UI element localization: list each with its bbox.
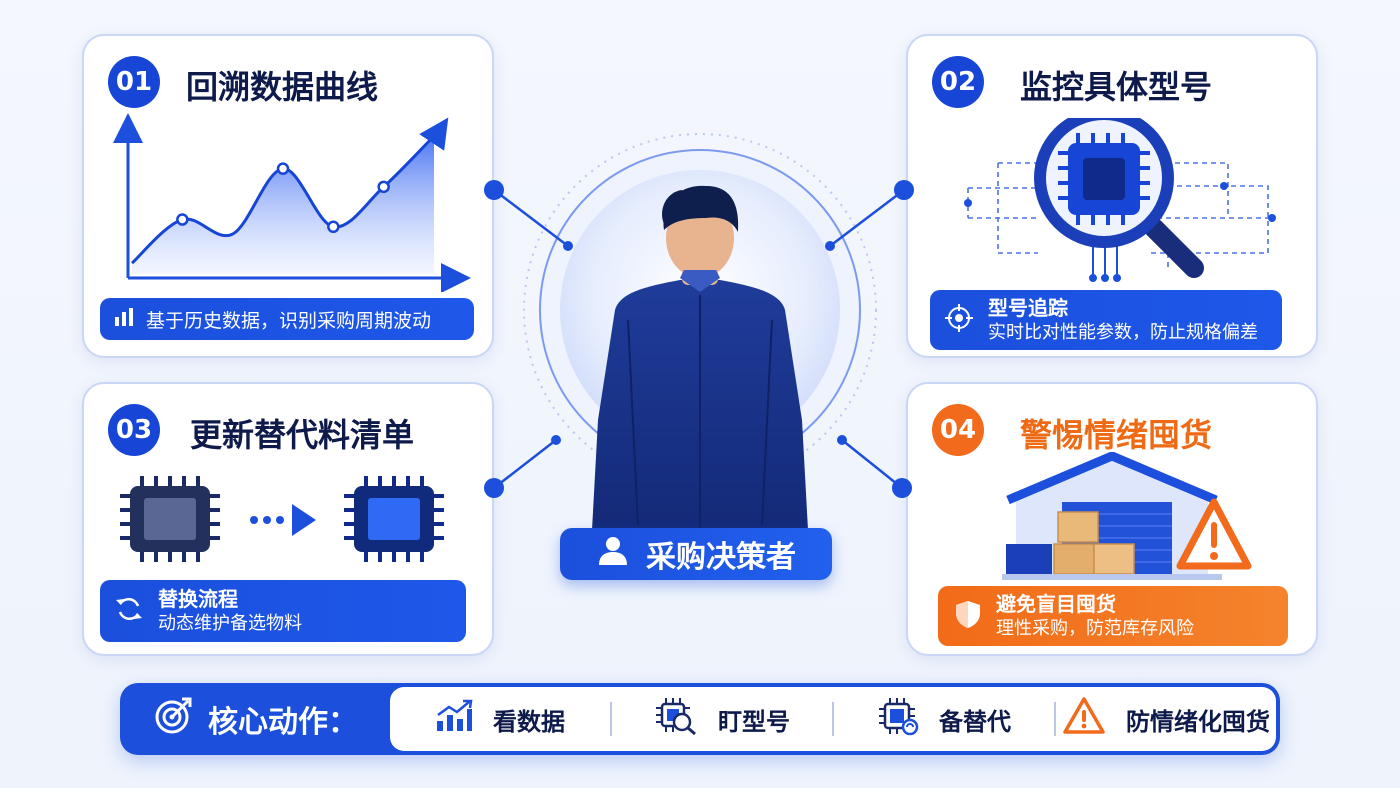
person-silhouette (592, 185, 808, 530)
separator (1054, 702, 1056, 736)
core-actions-bar: 核心动作： 看数据 盯型号 备替代 防情绪化囤货 (120, 683, 1280, 755)
action-label: 防情绪化囤货 (1126, 707, 1270, 736)
card-title: 警惕情绪囤货 (1020, 416, 1213, 454)
role-label: 采购决策者 (646, 540, 796, 575)
outer-dotted-ring (523, 133, 877, 487)
step-number-03: 03 (108, 404, 160, 456)
shield-icon (954, 599, 982, 633)
info-title: 避免盲目囤货 (996, 591, 1116, 616)
user-icon (596, 533, 630, 575)
action-label: 盯型号 (718, 707, 790, 736)
action-label: 备替代 (939, 707, 1011, 736)
action-label: 看数据 (493, 707, 565, 736)
card-emotional-hoarding: 04 警惕情绪囤货 避免盲目囤货 理性采购，防范库存风险 (906, 382, 1318, 656)
chip-magnifier-icon (654, 696, 698, 742)
action-prevent-hoarding: 防情绪化囤货 (1056, 687, 1276, 751)
info-text: 基于历史数据，识别采购周期波动 (146, 309, 432, 332)
warning-triangle-icon (1062, 696, 1106, 742)
info-bar-model-tracking: 型号追踪 实时比对性能参数，防止规格偏差 (930, 290, 1282, 350)
card-title: 更新替代料清单 (190, 416, 415, 454)
connector-nodes (484, 180, 914, 498)
step-number-01: 01 (108, 56, 160, 108)
info-bar-avoid-hoarding: 避免盲目囤货 理性采购，防范库存风险 (938, 586, 1288, 646)
decision-maker-badge: 采购决策者 (560, 528, 832, 580)
target-icon (944, 303, 974, 337)
action-view-data: 看数据 (390, 687, 610, 751)
action-watch-model: 盯型号 (612, 687, 832, 751)
data-point (276, 162, 290, 175)
data-point (176, 213, 189, 226)
info-bar-replacement: 替换流程 动态维护备选物料 (100, 580, 466, 642)
card-monitor-model: 02 监控具体型号 型号追踪 实时比 (906, 34, 1318, 358)
chip-replacement-illustration (120, 476, 444, 562)
core-actions-list: 看数据 盯型号 备替代 防情绪化囤货 (390, 687, 1276, 751)
info-title: 型号追踪 (988, 295, 1068, 320)
action-prepare-alternative: 备替代 (834, 687, 1054, 751)
core-actions-label: 核心动作： (208, 705, 358, 740)
chip-swap-icon (877, 696, 919, 742)
data-point (327, 220, 340, 234)
historical-curve-chart (113, 113, 471, 292)
core-actions-label-group: 核心动作： (120, 683, 390, 755)
bar-chart-icon (114, 307, 136, 331)
step-number-02: 02 (932, 56, 984, 108)
trend-arrow (419, 117, 449, 151)
refresh-icon (114, 594, 144, 628)
card-title: 监控具体型号 (1020, 68, 1213, 106)
data-point (377, 180, 390, 194)
separator (832, 702, 834, 736)
warehouse-warning-illustration (1002, 452, 1252, 580)
card-data-curve: 01 回溯数据曲线 基于历史数据，识别采购周期波动 (82, 34, 494, 358)
card-update-alternatives: 03 更新替代料清单 替换流程 动态维护备选物料 (82, 382, 494, 656)
separator (610, 702, 612, 736)
connector-lines (493, 189, 905, 489)
info-subtitle: 动态维护备选物料 (158, 612, 302, 634)
info-bar-history: 基于历史数据，识别采购周期波动 (100, 298, 474, 340)
chip-magnifier-illustration (964, 118, 1276, 282)
area-fill (132, 136, 434, 274)
info-subtitle: 理性采购，防范库存风险 (996, 617, 1194, 639)
target-arrow-icon (154, 695, 194, 743)
info-subtitle: 实时比对性能参数，防止规格偏差 (988, 321, 1258, 343)
card-title: 回溯数据曲线 (186, 68, 379, 106)
growth-chart-icon (435, 699, 473, 739)
info-title: 替换流程 (158, 586, 238, 611)
step-number-04: 04 (932, 404, 984, 456)
center-decision-maker-graphic (484, 133, 914, 530)
